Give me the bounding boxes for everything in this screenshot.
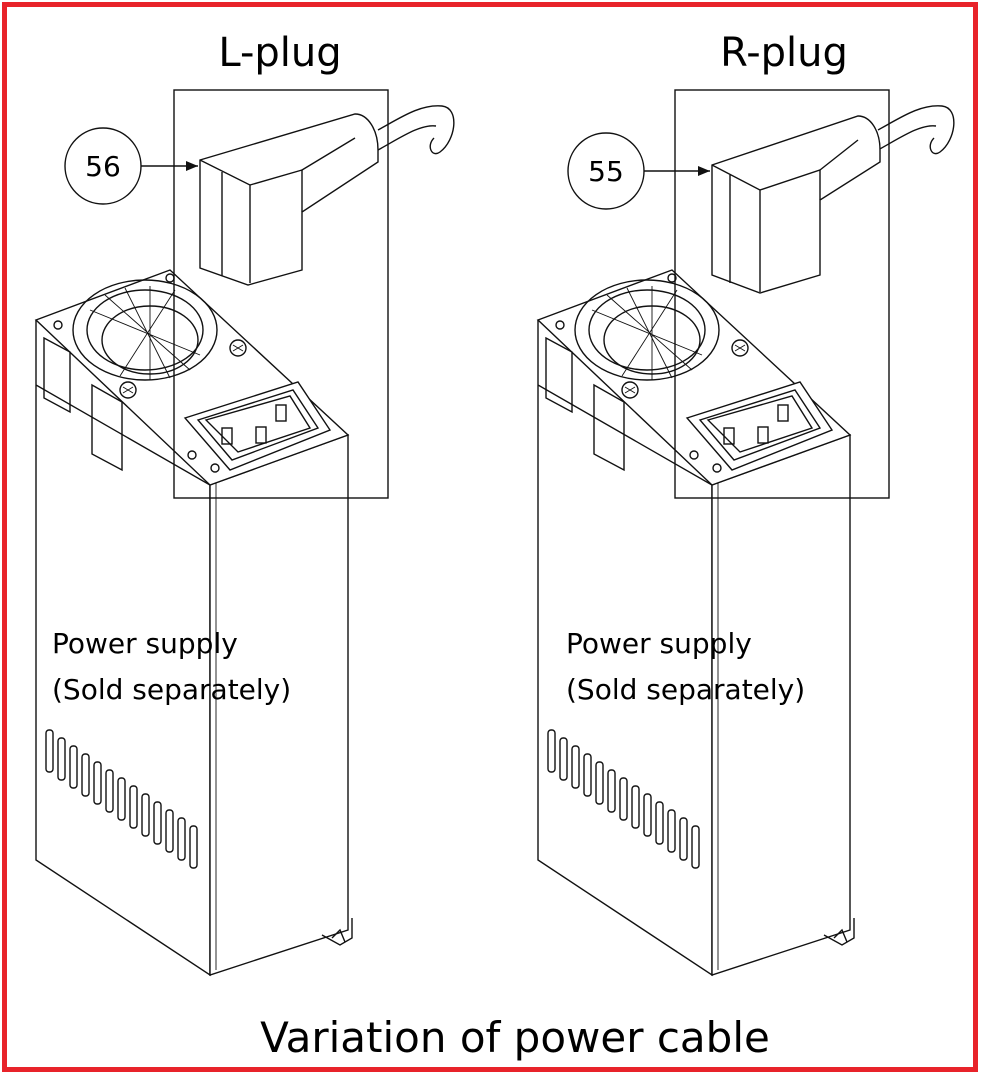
right-detail-box xyxy=(674,89,890,499)
left-title: L-plug xyxy=(218,30,341,76)
right-power-supply-drawing xyxy=(537,269,855,976)
right-psu-label-line1: Power supply xyxy=(566,627,752,660)
right-leader-arrow xyxy=(698,166,710,176)
right-title: R-plug xyxy=(720,30,848,76)
left-psu-label-line1: Power supply xyxy=(52,627,238,660)
l-plug-drawing xyxy=(199,105,455,286)
left-power-supply-drawing xyxy=(35,269,353,976)
left-psu-label-line2: (Sold separately) xyxy=(52,673,291,706)
left-leader-arrow xyxy=(186,161,198,171)
right-callout-number: 55 xyxy=(588,155,624,188)
right-psu-label-line2: (Sold separately) xyxy=(566,673,805,706)
left-callout-number: 56 xyxy=(85,150,121,183)
left-detail-box xyxy=(173,89,389,499)
r-plug-drawing xyxy=(711,105,955,294)
right-assembly: 55 R-plug Power supply (Sold separately) xyxy=(537,30,955,976)
diagram-caption: Variation of power cable xyxy=(260,1013,770,1062)
left-assembly: 56 L-plug Power supply (Sold separately) xyxy=(35,30,455,976)
